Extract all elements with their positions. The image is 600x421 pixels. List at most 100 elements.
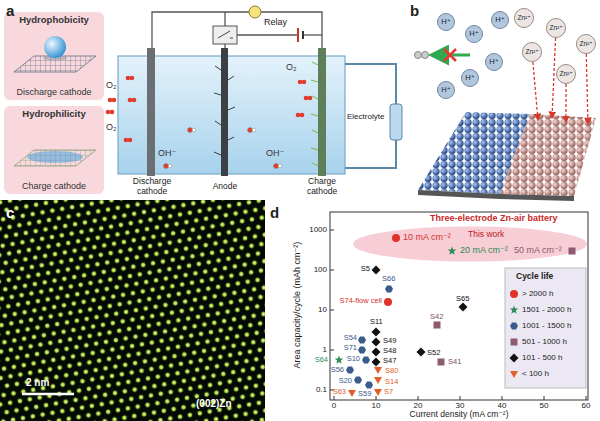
point-label: S63: [333, 388, 346, 397]
point-label: S48: [383, 347, 396, 356]
figure-part: [372, 266, 381, 275]
figure-part: [296, 113, 301, 118]
legend-swatch: [509, 305, 519, 315]
electrode-label: Charge cathode: [294, 177, 350, 197]
relay-switch: [218, 31, 233, 38]
scale-label: 2 nm: [26, 377, 49, 389]
electrolyte-tubes: [345, 64, 396, 168]
figure-part: [586, 44, 588, 124]
figure-part: [334, 396, 586, 400]
ion-circle: Zn²⁺: [514, 8, 534, 28]
figure-part: [384, 298, 392, 306]
figure-part: [300, 113, 305, 118]
axis-tick-label: 0: [332, 401, 336, 410]
ion-circle: H⁺: [491, 11, 509, 29]
figure-part: [417, 348, 426, 357]
side-panels: [4, 12, 104, 194]
legend-swatch: [509, 353, 519, 363]
gas-bubble: [415, 52, 422, 59]
figure-part: [261, 12, 322, 48]
figure-part: [345, 140, 396, 168]
point-label: S10: [347, 355, 360, 364]
figure-part: [302, 80, 307, 85]
figure-part: [108, 98, 113, 103]
panel-heading: Hydrophobicity: [19, 15, 89, 26]
panel-caption: Charge cathode: [22, 181, 86, 191]
axis-title: Area capacity/cycle (mAh cm⁻²): [292, 242, 302, 369]
ion-label: Zn²⁺: [525, 48, 538, 55]
plane-label: (002)Zn: [196, 398, 232, 410]
figure-part: [385, 286, 393, 293]
legend-swatch: [509, 337, 519, 347]
figure-part: [14, 56, 96, 72]
panel-letter: d: [270, 204, 279, 221]
discharge-electrode: [147, 48, 155, 176]
species-label: OH⁻: [158, 148, 176, 158]
legend-text: 1501 - 2000 h: [522, 305, 571, 314]
point-label: S5: [361, 265, 370, 274]
relay-label: Relay: [264, 17, 287, 27]
point-label: S64: [315, 356, 328, 365]
point-label: S11: [370, 318, 383, 327]
axis-tick-label: 0.1: [316, 385, 327, 394]
axis-tick-label: 1: [323, 345, 327, 354]
ion-circle: H⁺: [465, 25, 483, 43]
figure-part: [248, 128, 253, 133]
figure-part: [106, 110, 111, 115]
species-label: O₂: [106, 80, 117, 90]
charge-fuzz: [311, 62, 318, 166]
figure-part: [354, 377, 362, 384]
legend-text: 501 - 1000 h: [522, 337, 567, 346]
wettability-panel: HydrophilicityCharge cathode: [4, 106, 104, 194]
axis-tick-label: 1000: [309, 225, 327, 234]
figure-part: [164, 164, 169, 169]
ion-circle: H⁺: [485, 53, 503, 71]
series-label: 50 mA cm⁻²: [514, 245, 562, 255]
figure-part: [44, 36, 66, 58]
legend-text: 1001 - 1500 h: [522, 321, 571, 330]
figure-part: [434, 322, 441, 329]
micrograph-ground: [0, 200, 265, 421]
ion-circle: Zn²⁺: [556, 64, 576, 84]
species-label: O₂: [106, 122, 117, 132]
oxygen-molecules: [106, 76, 313, 143]
ion-circle: Zn²⁺: [576, 34, 596, 54]
ion-label: Zn²⁺: [559, 70, 572, 77]
point-label: S74-flow cell: [339, 297, 382, 306]
battery-plate: [297, 28, 299, 42]
figure-part: [345, 64, 396, 104]
axis-title: Current density (mA cm⁻²): [410, 410, 509, 420]
ion-label: Zn²⁺: [517, 14, 530, 21]
axis-tick-label: 10: [318, 305, 327, 314]
highlight-ellipse: 10 mA cm⁻²This work20 mA cm⁻²50 mA cm⁻²: [352, 226, 588, 262]
figure-part: [308, 96, 313, 101]
anode-dendrites: [214, 66, 235, 155]
figure-part: [132, 98, 137, 103]
figure-part: [278, 164, 282, 168]
figure-part: [358, 337, 366, 344]
reservoir-label: Electrolyte: [347, 112, 384, 121]
figure-part: [365, 382, 373, 389]
panel-letter: a: [6, 2, 14, 19]
figure-part: [348, 390, 356, 397]
panel-letter: c: [6, 204, 14, 221]
series-label: 10 mA cm⁻²: [403, 232, 451, 242]
ion-label: H⁺: [495, 16, 504, 25]
axis-tick-label: 30: [456, 401, 465, 410]
ion-label: H⁺: [489, 58, 498, 67]
figure-part: [27, 151, 83, 163]
legend-text: > 2000 h: [522, 289, 553, 298]
species-label: OH⁻: [266, 148, 284, 158]
figure-part: [110, 110, 115, 115]
ion-label: H⁺: [469, 30, 478, 39]
ion-circle: Zn²⁺: [546, 18, 566, 38]
legend-swatch: [509, 321, 519, 331]
axis-tick-label: 60: [582, 401, 591, 410]
figure-part: [128, 138, 133, 143]
legend-title: Cycle life: [516, 272, 553, 282]
point-label: S65: [456, 295, 469, 304]
point-label: S49: [383, 337, 396, 346]
figure-part: [4, 12, 104, 100]
point-label: S14: [385, 378, 398, 387]
axis-tick-label: 50: [540, 401, 549, 410]
